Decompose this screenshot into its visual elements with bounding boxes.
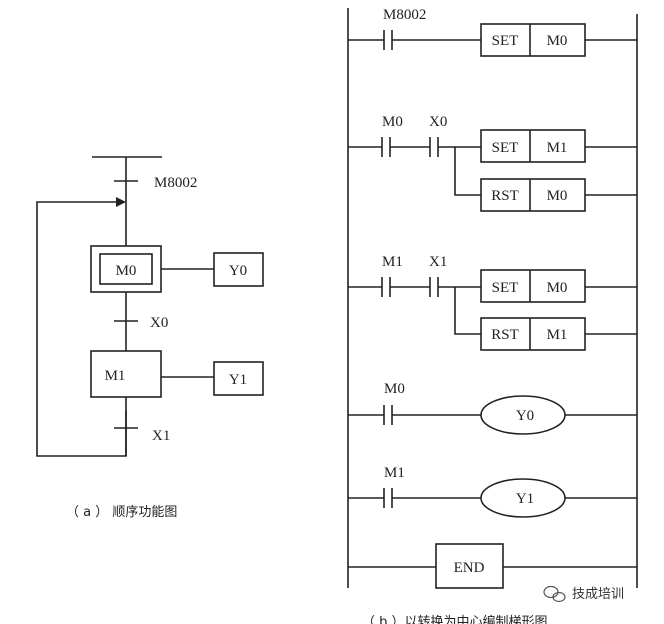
caption-b: （ b ）以转换为中心编制梯形图: [362, 615, 548, 624]
rung-3: M1 X1 SET M0 RST M1: [348, 254, 637, 351]
sfc-step-m1-label: M1: [105, 368, 126, 384]
branch-rst-m0: [454, 147, 481, 196]
sfc-loop-back-line: [36, 201, 127, 457]
branch-rst-m1: [454, 287, 481, 335]
instr-set-label: SET: [492, 280, 519, 296]
contact-m0-label: M0: [382, 114, 403, 130]
instr-operand-m0: M0: [547, 33, 568, 49]
sfc-transition-x1-label: X1: [152, 428, 170, 444]
instr-set-m1-box: [480, 129, 586, 163]
wechat-icon: [543, 585, 566, 603]
sfc-step-m0-inner: [99, 253, 153, 285]
sfc-transition-x0-label: X0: [150, 315, 168, 331]
coil-y0-label: Y0: [516, 408, 534, 424]
end-label: END: [454, 560, 485, 576]
instr-rst-m0-box: [480, 178, 586, 212]
rung-5: M1 Y1: [348, 465, 637, 518]
instr-set-m0-box: [480, 23, 586, 57]
sfc-step-m1: [90, 350, 162, 398]
contact-m8002-label: M8002: [383, 7, 426, 23]
instr-operand-m1: M1: [547, 327, 568, 343]
coil-y1-label: Y1: [516, 491, 534, 507]
instr-operand-m1: M1: [547, 140, 568, 156]
rung-1: M8002 SET M0: [348, 7, 637, 57]
sfc-action-y1-label: Y1: [229, 372, 247, 388]
contact-m0-label: M0: [384, 381, 405, 397]
sfc-action-y0-label: Y0: [229, 263, 247, 279]
instr-operand-m0: M0: [547, 188, 568, 204]
instr-set-label: SET: [492, 33, 519, 49]
instr-set-m0-box: [480, 269, 586, 303]
contact-m1-label: M1: [382, 254, 403, 270]
watermark-text: 技成培训: [572, 586, 624, 602]
sfc-action-y1: [213, 361, 264, 396]
sfc-action-y0: [213, 252, 264, 287]
sfc-transition-m8002-label: M8002: [154, 175, 197, 191]
end-instruction-box: [435, 543, 504, 589]
sfc-step-m0-label: M0: [116, 263, 137, 279]
sfc-loop-arrow-icon: [116, 197, 126, 207]
rung-4: M0 Y0: [348, 381, 637, 435]
instr-set-label: SET: [492, 140, 519, 156]
rung-end: END: [348, 543, 637, 589]
caption-a: （ a ） 顺序功能图: [66, 505, 177, 520]
instr-rst-label: RST: [491, 188, 519, 204]
rung-2: M0 X0 SET M1 RST M0: [348, 114, 637, 212]
sfc-diagram: M8002 M0 Y0 X0 M1 Y1 X1 （ a ） 顺序功能图: [36, 156, 264, 520]
instr-rst-m1-box: [480, 317, 586, 351]
watermark: 技成培训: [543, 585, 624, 603]
instr-rst-label: RST: [491, 327, 519, 343]
instr-operand-m0: M0: [547, 280, 568, 296]
contact-x0-label: X0: [429, 114, 447, 130]
contact-m1-label: M1: [384, 465, 405, 481]
contact-x1-label: X1: [429, 254, 447, 270]
ladder-diagram: M8002 SET M0 M0 X0 SET M1: [347, 7, 638, 624]
